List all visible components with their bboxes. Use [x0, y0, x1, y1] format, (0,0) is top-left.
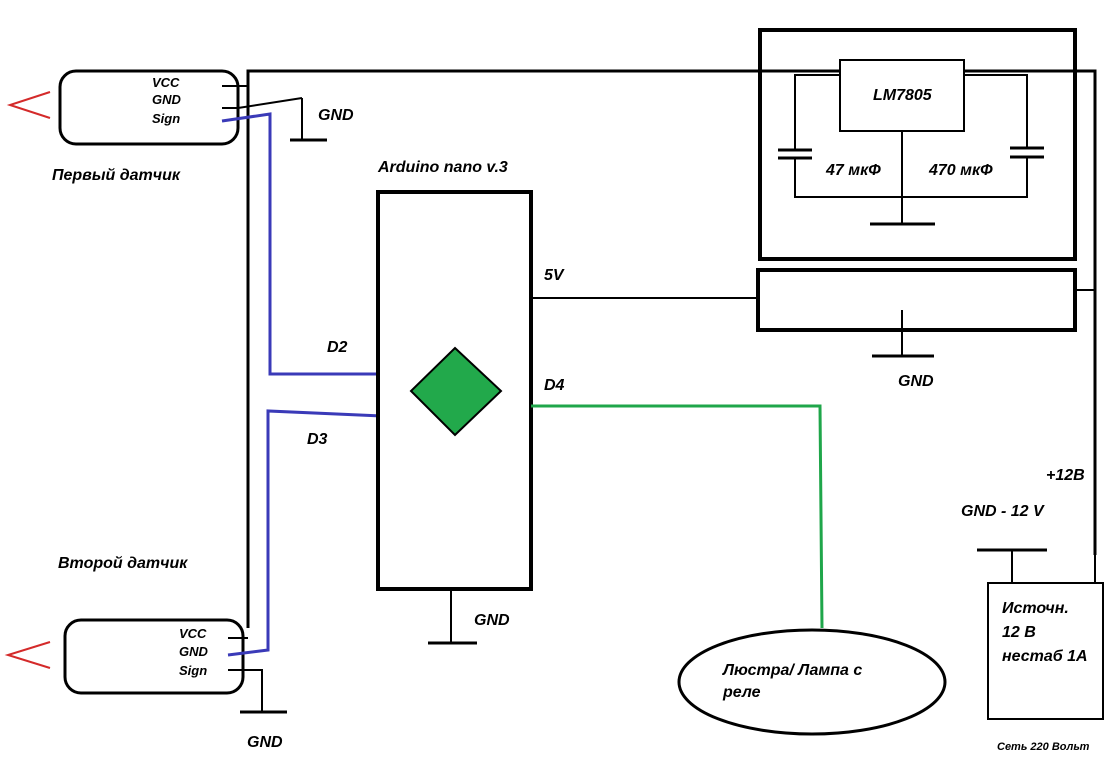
arduino-title: Arduino nano v.3	[377, 159, 508, 176]
sensor-1: VCC GND Sign GND Первый датчик	[6, 69, 354, 184]
sensor-1-pin-sign: Sign	[152, 111, 180, 126]
arduino-pin-d3: D3	[307, 431, 328, 448]
sensor-1-arrow-icon	[6, 91, 51, 119]
cap-470-label: 470 мкФ	[928, 162, 993, 179]
sensor-2-pin-vcc: VCC	[179, 626, 207, 641]
plus-12v-label: +12В	[1046, 467, 1085, 484]
sensor-2-arrow-icon	[4, 641, 51, 669]
power-supply: +12В GND - 12 V Источн. 12 В нестаб 1А С…	[961, 467, 1104, 753]
gnd-12v-label: GND - 12 V	[961, 503, 1045, 520]
rail-gnd-label: GND	[898, 373, 934, 390]
lamp-line-1: Люстра/ Лампа с	[722, 662, 862, 679]
d4-output-wire	[531, 404, 824, 629]
psu-line-1: Источн.	[1002, 600, 1069, 617]
arduino-pin-d4: D4	[544, 377, 565, 394]
lamp-relay: Люстра/ Лампа с реле	[677, 628, 947, 736]
psu-box	[987, 582, 1104, 720]
arduino-nano: Arduino nano v.3 D2 D3 5V D4 GND	[307, 159, 565, 645]
vcc-wire	[246, 69, 1097, 628]
sensor-1-gnd-wire	[237, 97, 303, 109]
sensor-1-pin-gnd: GND	[152, 92, 182, 107]
lm7805-label: LM7805	[873, 87, 933, 104]
power-rail: GND	[756, 268, 1077, 390]
sensor-1-caption: Первый датчик	[52, 167, 181, 184]
sensor-2-sign-wire	[228, 669, 263, 712]
sensor-2: VCC GND Sign GND Второй датчик	[4, 555, 287, 751]
arduino-pin-5v: 5V	[544, 267, 565, 284]
mains-label: Сеть 220 Вольт	[997, 741, 1090, 753]
lm7805-chip	[839, 59, 965, 132]
rail-box	[756, 268, 1077, 332]
regulator-module: LM7805 47 мкФ 470 мкФ	[758, 28, 1077, 261]
d2-signal-wire	[221, 112, 382, 376]
arduino-gnd-label: GND	[474, 612, 510, 629]
psu-line-2: 12 В	[1002, 624, 1036, 641]
sensor-2-pin-gnd: GND	[179, 644, 209, 659]
lamp-line-2: реле	[722, 684, 761, 701]
regulator-box	[758, 28, 1077, 261]
sensor-2-body	[63, 618, 245, 695]
arduino-chip-icon	[409, 346, 503, 437]
d3-signal-wire	[227, 409, 383, 657]
sensor-1-pin-vcc: VCC	[152, 75, 180, 90]
cap-ground-wire	[794, 157, 1028, 198]
arduino-pin-d2: D2	[327, 339, 348, 356]
sensor-2-pin-sign: Sign	[179, 663, 207, 678]
sensor-1-body	[58, 69, 240, 146]
input-cap-wire	[794, 74, 840, 150]
cap-47-label: 47 мкФ	[825, 162, 881, 179]
psu-line-3: нестаб 1А	[1002, 648, 1088, 665]
sensor-2-caption: Второй датчик	[58, 555, 188, 572]
lamp-body	[677, 628, 947, 736]
sensor-2-gnd-label: GND	[247, 734, 283, 751]
sensor-1-gnd-label: GND	[318, 107, 354, 124]
output-cap-wire	[964, 74, 1028, 148]
